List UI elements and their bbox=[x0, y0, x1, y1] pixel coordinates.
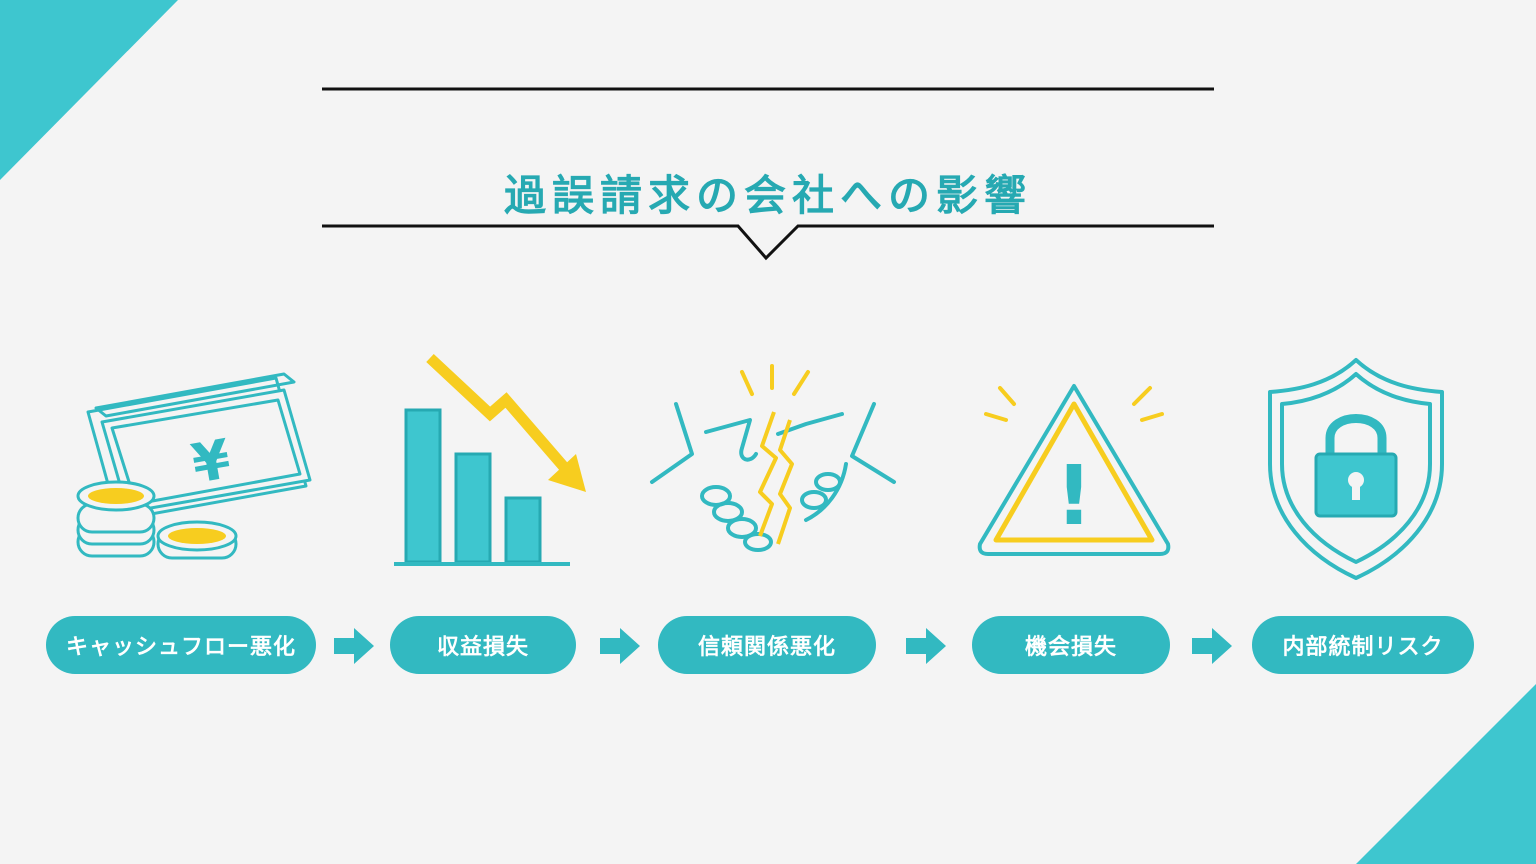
corner-decoration-bottom-right bbox=[1356, 684, 1536, 864]
title-block: 過誤請求の会社への影響 bbox=[322, 78, 1214, 263]
step-pill-cashflow: キャッシュフロー悪化 bbox=[46, 616, 316, 674]
step-pill-internal-control-risk: 内部統制リスク bbox=[1252, 616, 1474, 674]
warning-icon: ! bbox=[977, 384, 1171, 556]
step-pill-opportunity-loss: 機会損失 bbox=[972, 616, 1170, 674]
arrow-right-icon bbox=[1192, 628, 1232, 664]
step-pill-trust-deterioration: 信頼関係悪化 bbox=[658, 616, 876, 674]
declining-chart-icon bbox=[394, 353, 586, 566]
corner-decoration-top-left bbox=[0, 0, 178, 180]
arrow-right-icon bbox=[334, 628, 374, 664]
broken-handshake-icon bbox=[650, 364, 896, 552]
exclamation-mark: ! bbox=[1055, 449, 1092, 544]
arrow-right-icon bbox=[906, 628, 946, 664]
step-pill-revenue-loss: 収益損失 bbox=[390, 616, 576, 674]
shield-lock-icon bbox=[1268, 358, 1444, 580]
arrow-right-icon bbox=[600, 628, 640, 664]
page-title: 過誤請求の会社への影響 bbox=[503, 171, 1032, 220]
money-icon: ¥ bbox=[76, 372, 312, 560]
title-frame bbox=[322, 87, 1214, 261]
